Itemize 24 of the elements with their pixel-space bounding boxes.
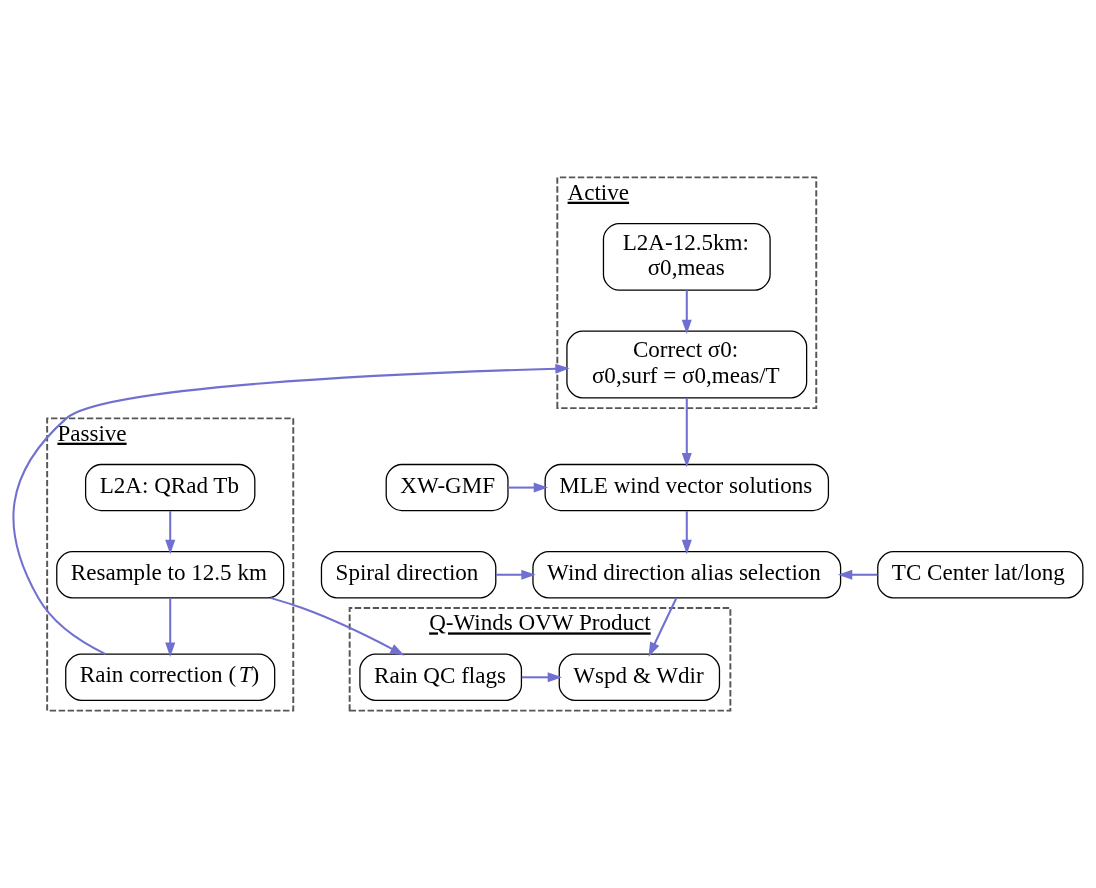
node-box: L2A-12.5km: σ0,meas: [602, 222, 771, 291]
node-box: Resample to 12.5 km: [56, 551, 285, 599]
node-box: TC Center lat/long: [877, 551, 1084, 599]
node-box: Correct σ0: σ0,surf = σ0,meas/T: [566, 330, 808, 399]
arrow: [508, 482, 549, 493]
node-box: Wind direction alias selection: [532, 551, 842, 599]
node-box: L2A: QRad Tb: [84, 463, 256, 512]
arrow: [521, 672, 563, 683]
arrow: [681, 398, 692, 468]
arrow: [837, 569, 878, 580]
arrow: [165, 598, 176, 657]
arrow: [270, 596, 405, 656]
arrow: [12, 363, 570, 655]
arrow: [648, 597, 678, 657]
node-box: Spiral direction: [320, 551, 497, 599]
node-box: MLE wind vector solutions: [544, 463, 830, 512]
node-box: Wspd & Wdir: [558, 653, 721, 701]
node-box: Rain QC flags: [359, 653, 523, 701]
node-box: XW-GMF: [385, 463, 509, 512]
arrow: [496, 569, 536, 580]
arrow: [681, 511, 692, 555]
arrow: [165, 511, 176, 555]
node-box: Rain correction (T): [65, 653, 276, 701]
arrow: [681, 290, 692, 335]
